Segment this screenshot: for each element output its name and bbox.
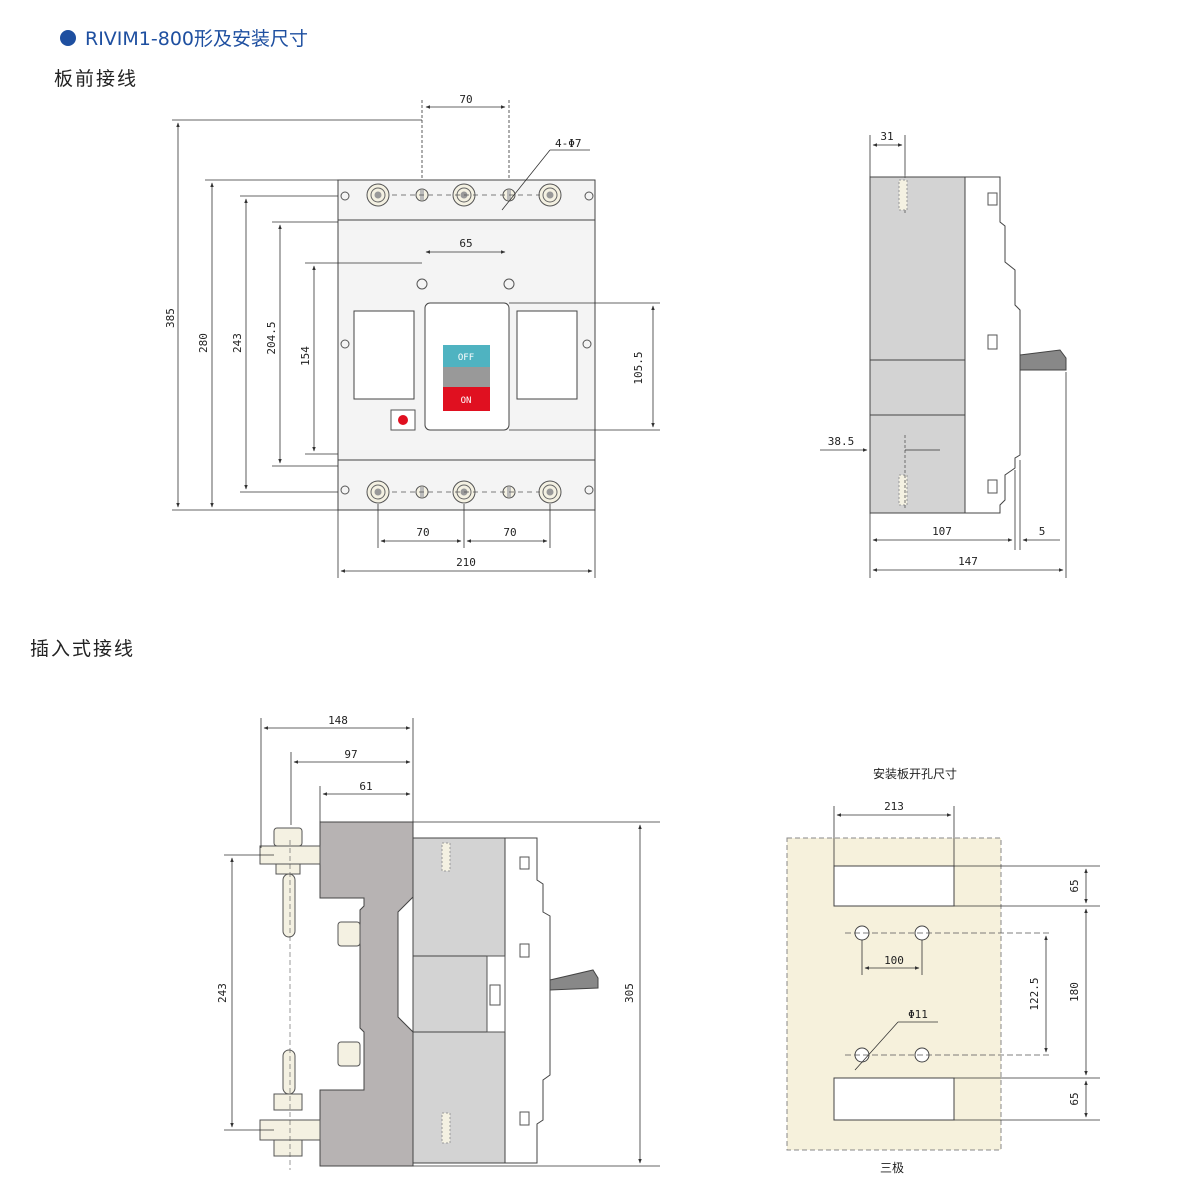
dim-bottom-70-left: 70 xyxy=(416,526,429,539)
dim-204-5: 204.5 xyxy=(265,321,278,354)
panel-caption: 三极 xyxy=(880,1161,904,1175)
dim-213: 213 xyxy=(884,800,904,813)
dim-147: 147 xyxy=(958,555,978,568)
front-view: OFF ON 70 4-Φ7 65 385 280 243 xyxy=(164,93,660,578)
dim-100: 100 xyxy=(884,954,904,967)
plugin-wiring-heading: 插入式接线 xyxy=(30,638,136,660)
dim-305: 305 xyxy=(623,983,636,1003)
front-wiring-heading: 板前接线 xyxy=(54,68,139,90)
plugin-handle-icon xyxy=(549,969,599,991)
panel-cutout: 安装板开孔尺寸 213 100 Φ11 65 122.5 180 xyxy=(786,766,1100,1175)
dim-107: 107 xyxy=(932,525,952,538)
off-button xyxy=(443,345,490,367)
cutout-bottom xyxy=(833,1077,955,1121)
dim-180: 180 xyxy=(1068,982,1081,1002)
dim-bottom-70-right: 70 xyxy=(503,526,516,539)
cutout-top xyxy=(833,865,955,907)
side-body xyxy=(869,176,966,514)
dim-hole-spec: 4-Φ7 xyxy=(555,137,582,150)
section-header: RIVIM1-800形及安装尺寸 xyxy=(60,24,308,51)
dim-65: 65 xyxy=(459,237,472,250)
side-view: 31 38.5 107 5 147 xyxy=(820,130,1067,578)
dim-154: 154 xyxy=(299,346,312,366)
dim-65-top: 65 xyxy=(1068,879,1081,892)
handle-icon xyxy=(1019,349,1067,371)
on-label: ON xyxy=(461,396,472,406)
off-label: OFF xyxy=(458,353,474,363)
dim-5: 5 xyxy=(1039,525,1046,538)
plugin-base xyxy=(319,821,414,1167)
dim-97: 97 xyxy=(344,748,357,761)
dim-280: 280 xyxy=(197,333,210,353)
dim-243: 243 xyxy=(231,333,244,353)
dim-210: 210 xyxy=(456,556,476,569)
page-title: RIVIM1-800形及安装尺寸 xyxy=(85,28,309,50)
dim-385: 385 xyxy=(164,308,177,328)
dim-65-bottom: 65 xyxy=(1068,1092,1081,1105)
dim-31: 31 xyxy=(880,130,893,143)
dim-38-5: 38.5 xyxy=(828,435,855,448)
on-button xyxy=(443,387,490,411)
dim-148: 148 xyxy=(328,714,348,727)
panel-title: 安装板开孔尺寸 xyxy=(873,766,957,781)
test-button-icon xyxy=(398,415,408,425)
dim-122-5: 122.5 xyxy=(1028,977,1041,1010)
dim-105-5: 105.5 xyxy=(632,351,645,384)
bullet-icon xyxy=(60,29,76,46)
dim-top-70: 70 xyxy=(459,93,472,106)
dim-plugin-243: 243 xyxy=(216,983,229,1003)
dim-61: 61 xyxy=(359,780,372,793)
dim-phi-11: Φ11 xyxy=(908,1008,928,1021)
plugin-view: 148 97 61 243 305 xyxy=(216,714,660,1170)
